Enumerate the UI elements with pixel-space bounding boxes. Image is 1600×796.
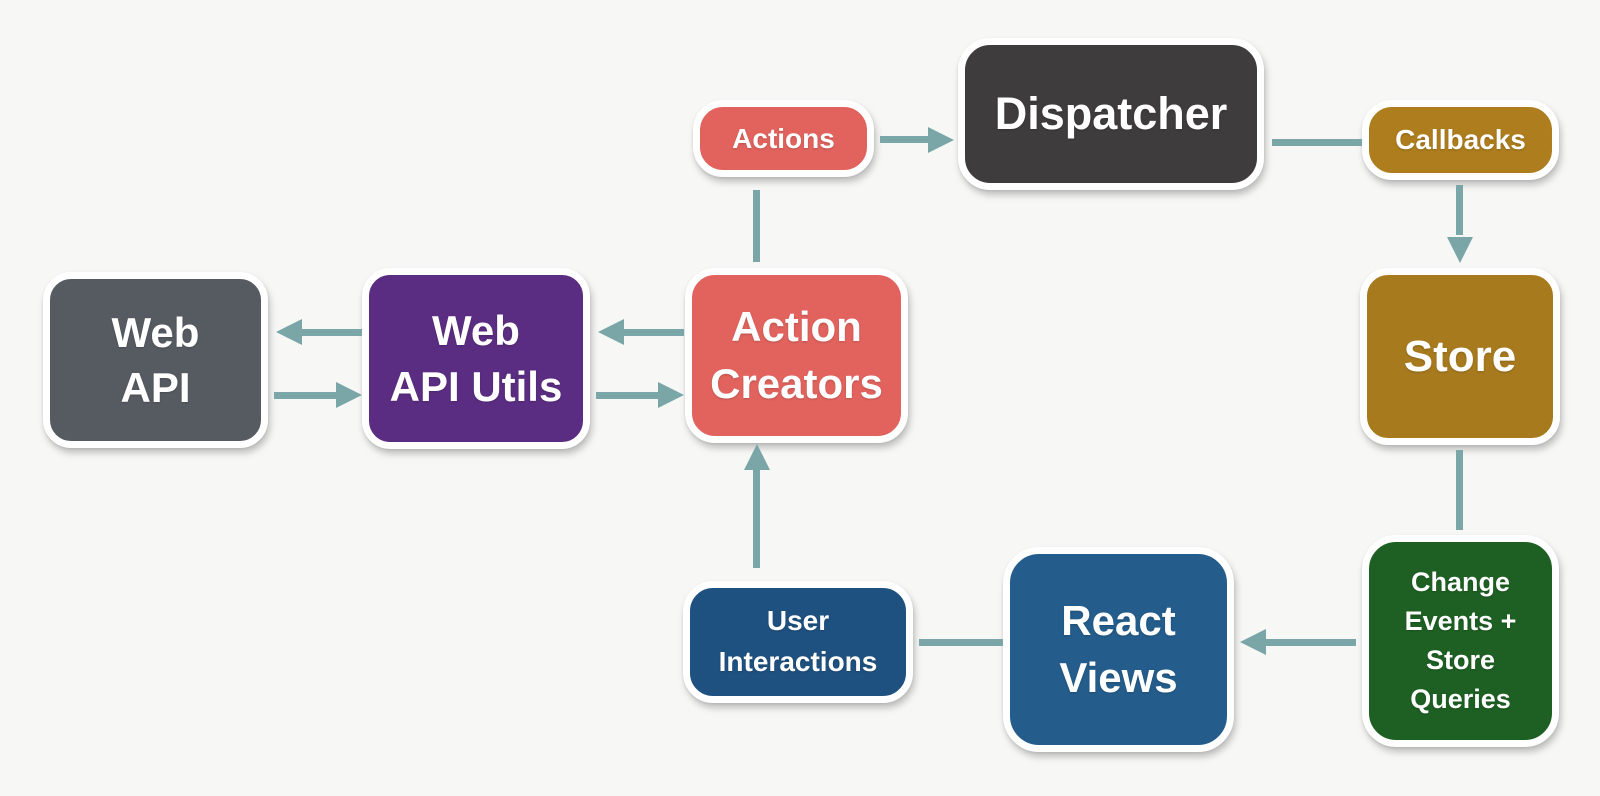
- node-store: Store: [1360, 268, 1560, 445]
- arrowhead-web-api-web-api-utils: [336, 382, 362, 408]
- edge-web-api-utils-action-creators: [596, 392, 658, 399]
- arrowhead-web-api-utils-web-api: [276, 319, 302, 345]
- node-callbacks-label: Callbacks: [1395, 124, 1526, 155]
- edge-web-api-web-api-utils: [274, 392, 336, 399]
- edge-action-creators-actions: [753, 190, 760, 262]
- node-action-creators-label: Action Creators: [710, 302, 883, 407]
- node-web-api: Web API: [43, 272, 268, 448]
- arrowhead-web-api-utils-action-creators: [658, 382, 684, 408]
- arrowhead-change-events-react-views: [1240, 629, 1266, 655]
- edge-store-change-events: [1456, 450, 1463, 530]
- node-store-label: Store: [1403, 331, 1517, 381]
- edge-action-creators-web-api-utils: [624, 329, 684, 336]
- edge-actions-dispatcher: [880, 136, 928, 143]
- node-react-views-label: React Views: [1059, 596, 1178, 701]
- edge-react-views-user-interactions: [919, 639, 1003, 646]
- arrowhead-user-interactions-action-creators: [744, 444, 770, 470]
- node-change-events-label: Change Events + Store Queries: [1404, 566, 1517, 715]
- arrowhead-callbacks-store: [1447, 237, 1473, 263]
- node-change-events: Change Events + Store Queries: [1362, 535, 1559, 747]
- edge-callbacks-store: [1456, 185, 1463, 235]
- node-dispatcher: Dispatcher: [958, 38, 1264, 190]
- node-react-views: React Views: [1003, 547, 1234, 752]
- node-web-api-label: Web API: [111, 308, 200, 411]
- edge-user-interactions-action-creators: [753, 468, 760, 568]
- node-actions: Actions: [693, 100, 874, 177]
- arrowhead-action-creators-web-api-utils: [598, 319, 624, 345]
- node-callbacks: Callbacks: [1362, 100, 1559, 180]
- node-dispatcher-label: Dispatcher: [994, 88, 1228, 139]
- node-user-interactions: User Interactions: [683, 581, 913, 703]
- edge-web-api-utils-web-api: [302, 329, 362, 336]
- node-user-interactions-label: User Interactions: [718, 605, 878, 677]
- node-actions-label: Actions: [732, 122, 835, 154]
- edge-dispatcher-callbacks: [1272, 139, 1362, 146]
- arrowhead-actions-dispatcher: [928, 127, 954, 153]
- node-action-creators: Action Creators: [685, 268, 908, 443]
- node-web-api-utils: Web API Utils: [362, 268, 590, 449]
- node-web-api-utils-label: Web API Utils: [389, 307, 563, 410]
- edge-change-events-react-views: [1266, 639, 1356, 646]
